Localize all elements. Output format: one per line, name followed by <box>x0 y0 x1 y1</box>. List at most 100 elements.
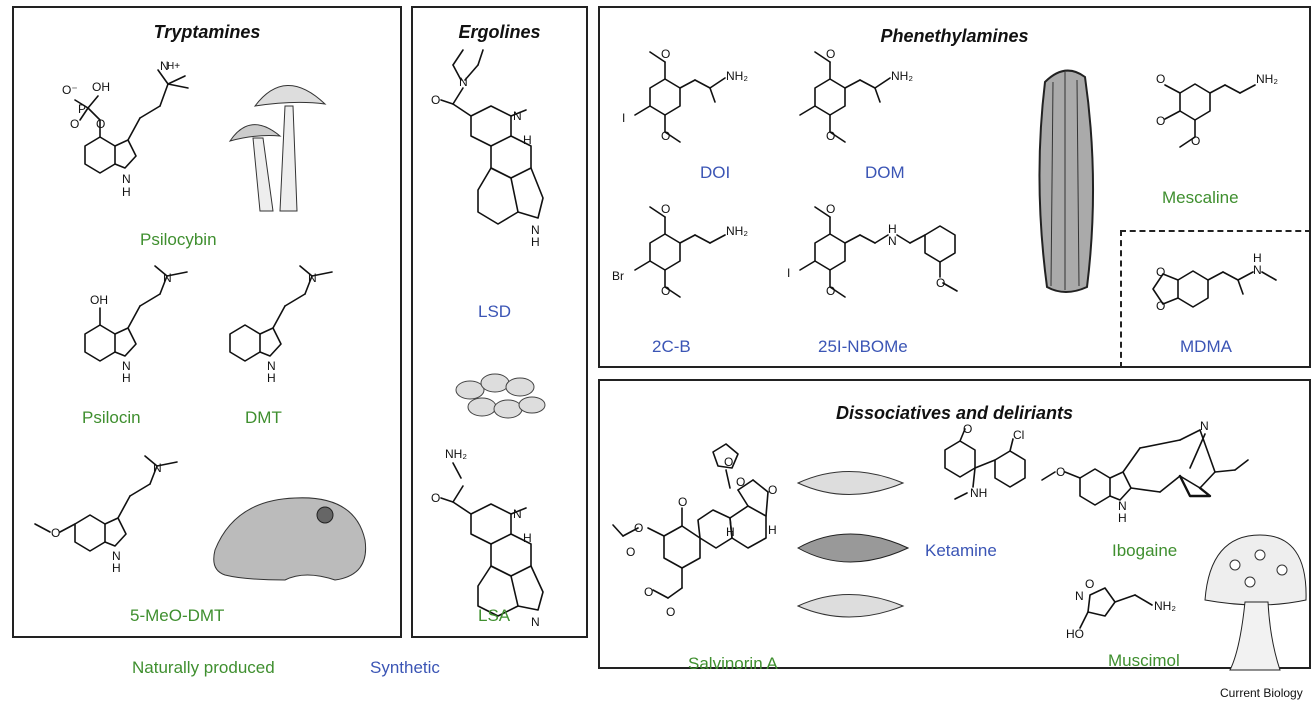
svg-text:NH: NH <box>970 486 987 500</box>
svg-text:N: N <box>888 234 897 248</box>
25i-nbome-label: 25I-NBOMe <box>818 337 908 356</box>
svg-text:O: O <box>661 129 670 143</box>
svg-text:N: N <box>459 75 468 89</box>
dissociatives-title: Dissociatives and deliriants <box>835 403 1074 423</box>
svg-text:N: N <box>1118 499 1127 513</box>
svg-text:NH₂: NH₂ <box>445 447 467 461</box>
svg-text:N: N <box>1075 589 1084 603</box>
svg-text:H: H <box>112 561 121 575</box>
svg-text:H: H <box>523 531 532 545</box>
svg-text:N: N <box>1253 263 1262 277</box>
svg-text:HO: HO <box>1066 627 1084 641</box>
svg-text:NH₂: NH₂ <box>1154 599 1176 613</box>
svg-text:O: O <box>826 47 835 61</box>
svg-text:NH₂: NH₂ <box>891 69 913 83</box>
svg-text:Cl: Cl <box>1013 428 1024 442</box>
tryptamines-title: Tryptamines <box>153 22 261 42</box>
doi-structure: O NH₂ I O <box>622 47 748 143</box>
leaves-illustration <box>796 471 910 618</box>
svg-text:N: N <box>163 271 172 285</box>
svg-text:O: O <box>626 545 635 559</box>
svg-text:O: O <box>826 202 835 216</box>
svg-text:N: N <box>160 59 169 73</box>
mushroom-illustration <box>228 85 327 212</box>
svg-text:O: O <box>1191 134 1200 148</box>
muscimol-label: Muscimol <box>1108 651 1180 670</box>
lsa-label: LSA <box>478 606 511 625</box>
svg-text:H: H <box>1253 251 1262 265</box>
psilocin-label: Psilocin <box>82 408 141 427</box>
svg-text:O: O <box>1156 114 1165 128</box>
dissociatives-panel: Dissociatives and deliriants <box>598 379 1311 669</box>
legend-synthetic: Synthetic <box>370 658 440 677</box>
svg-text:N: N <box>1200 419 1209 433</box>
svg-text:N: N <box>122 172 131 186</box>
svg-text:I: I <box>787 266 790 280</box>
svg-text:N: N <box>513 109 522 123</box>
svg-text:O: O <box>826 284 835 298</box>
svg-text:H: H <box>267 371 276 385</box>
svg-text:N: N <box>112 549 121 563</box>
svg-text:N: N <box>267 359 276 373</box>
mdma-label: MDMA <box>1180 337 1232 356</box>
svg-text:O: O <box>661 284 670 298</box>
svg-text:N: N <box>513 507 522 521</box>
svg-text:N: N <box>531 223 540 237</box>
svg-text:NH₂: NH₂ <box>726 224 748 238</box>
5-meo-dmt-label: 5-MeO-DMT <box>130 606 225 625</box>
svg-text:O: O <box>678 495 687 509</box>
svg-text:Br: Br <box>612 269 624 283</box>
ergolines-panel: Ergolines <box>411 6 588 638</box>
svg-text:O: O <box>736 475 745 489</box>
svg-text:OH: OH <box>90 293 108 307</box>
svg-text:O: O <box>661 47 670 61</box>
svg-text:O: O <box>666 605 675 619</box>
svg-text:H: H <box>122 371 131 385</box>
svg-text:O: O <box>96 117 105 131</box>
muscimol-structure: ON NH₂ HO <box>1066 577 1176 641</box>
lsd-label: LSD <box>478 302 512 321</box>
svg-text:N: N <box>308 271 317 285</box>
dom-label: DOM <box>865 163 905 182</box>
svg-text:H+: H+ <box>167 61 180 72</box>
dmt-label: DMT <box>245 408 282 427</box>
dmt-structure: NNH <box>229 265 333 385</box>
svg-text:O: O <box>1156 72 1165 86</box>
svg-text:O: O <box>963 422 972 436</box>
svg-text:O: O <box>768 483 777 497</box>
svg-text:O: O <box>70 117 79 131</box>
svg-text:I: I <box>622 111 625 125</box>
svg-text:N: N <box>122 359 131 373</box>
svg-text:N: N <box>153 461 162 475</box>
svg-text:H: H <box>531 235 540 249</box>
svg-text:OH: OH <box>92 80 110 94</box>
mescaline-label: Mescaline <box>1162 188 1239 207</box>
ketamine-label: Ketamine <box>925 541 997 560</box>
toad-illustration <box>213 497 367 581</box>
svg-text:H: H <box>888 222 897 236</box>
svg-text:O: O <box>431 93 440 107</box>
5-meo-dmt-structure: ON NH <box>34 455 178 575</box>
psilocin-structure: OHN NH <box>84 265 188 385</box>
ibogaine-label: Ibogaine <box>1112 541 1178 560</box>
tryptamines-panel: Tryptamines <box>12 6 402 638</box>
svg-text:NH₂: NH₂ <box>1256 72 1278 86</box>
mdma-box <box>1120 230 1311 368</box>
svg-text:O: O <box>431 491 440 505</box>
svg-text:O: O <box>1156 265 1165 279</box>
svg-text:O: O <box>1085 577 1094 591</box>
salvinorin-a-label: Salvinorin A <box>688 654 778 673</box>
svg-text:H: H <box>523 133 532 147</box>
svg-text:NH₂: NH₂ <box>726 69 748 83</box>
doi-label: DOI <box>700 163 731 182</box>
